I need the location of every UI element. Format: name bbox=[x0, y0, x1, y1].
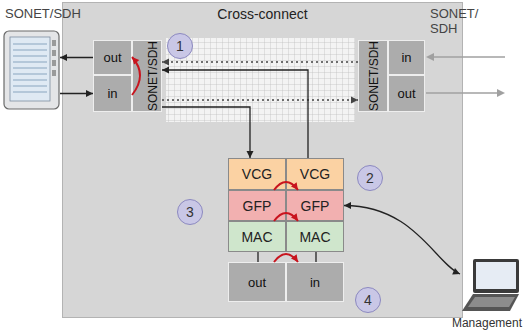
connector bbox=[316, 252, 317, 262]
connector-line bbox=[344, 206, 460, 275]
connector bbox=[274, 182, 298, 190]
callout-number: 3 bbox=[177, 199, 203, 225]
arrow-head bbox=[132, 57, 139, 65]
port-label: SONET/SDH bbox=[367, 41, 381, 111]
layer-cell: VCG bbox=[228, 158, 286, 190]
connector-line bbox=[162, 99, 358, 100]
port-label: in bbox=[107, 86, 117, 101]
connector bbox=[162, 107, 254, 158]
layer-cell: GFP bbox=[228, 190, 286, 221]
port-cell: out bbox=[93, 40, 132, 75]
connector-line bbox=[162, 61, 358, 62]
port-label: out bbox=[397, 86, 415, 101]
arrow-head bbox=[60, 54, 67, 61]
external-link-arrows bbox=[426, 53, 505, 97]
arrow-head bbox=[344, 202, 351, 209]
port-label: SONET/SDH bbox=[146, 41, 160, 111]
arrow-head bbox=[247, 151, 254, 158]
connector-line bbox=[274, 213, 298, 221]
arrow-head bbox=[162, 59, 169, 66]
layer-cell: GFP bbox=[286, 190, 344, 221]
connector-line bbox=[132, 57, 140, 95]
connector-line bbox=[162, 107, 250, 158]
arrow-head bbox=[162, 67, 169, 74]
port-label: GFP bbox=[301, 198, 330, 214]
device-label: SONET/SDH bbox=[5, 6, 81, 21]
switch-matrix bbox=[166, 38, 355, 122]
connector bbox=[60, 90, 93, 97]
layer-cell: MAC bbox=[286, 221, 344, 252]
port-label: out bbox=[103, 50, 121, 65]
connector-line bbox=[274, 182, 298, 190]
port-label: out bbox=[248, 275, 266, 290]
port-label: GFP bbox=[243, 198, 272, 214]
connector bbox=[60, 54, 93, 61]
port-block: SONET/SDH bbox=[132, 40, 162, 112]
layer-cell: MAC bbox=[228, 221, 286, 252]
connector-line bbox=[274, 254, 298, 262]
callout-number: 1 bbox=[167, 33, 193, 59]
port-cell: in bbox=[286, 262, 344, 302]
port-block: SONET/SDH bbox=[358, 40, 388, 112]
port-label: in bbox=[310, 275, 320, 290]
test-instrument: SONET/SDH bbox=[3, 30, 60, 110]
arrow-head bbox=[291, 213, 298, 221]
port-label: in bbox=[401, 50, 411, 65]
test-instrument-picture bbox=[4, 31, 59, 109]
port-label: VCG bbox=[300, 166, 330, 182]
port-cell: out bbox=[388, 75, 425, 112]
connector-line bbox=[60, 57, 93, 58]
cross-connect-panel: Cross-connect out in SONET/SDH SONET/SDH in ou… bbox=[62, 2, 463, 318]
connector bbox=[132, 57, 140, 95]
callout-number: 4 bbox=[355, 287, 381, 313]
arrow-head bbox=[86, 90, 93, 97]
port-label: MAC bbox=[299, 229, 330, 245]
panel-title: Cross-connect bbox=[62, 2, 463, 22]
connector bbox=[162, 59, 358, 66]
connector bbox=[344, 202, 460, 274]
connector bbox=[258, 252, 259, 262]
arrow-head bbox=[351, 97, 358, 104]
port-label: MAC bbox=[241, 229, 272, 245]
connector bbox=[162, 67, 308, 159]
device-label: Management bbox=[452, 316, 522, 330]
port-cell: in bbox=[388, 40, 425, 75]
port-cell: in bbox=[93, 75, 132, 112]
layer-cell: VCG bbox=[286, 158, 344, 190]
arrow-head bbox=[291, 182, 298, 190]
port-cell: out bbox=[228, 262, 286, 302]
callout-number: 2 bbox=[357, 165, 383, 191]
connector-line bbox=[162, 70, 308, 158]
arrow-head bbox=[291, 254, 298, 262]
connector-line bbox=[257, 252, 258, 262]
port-label: VCG bbox=[242, 166, 272, 182]
connector-line bbox=[315, 252, 316, 262]
management-laptop: Management bbox=[460, 258, 522, 312]
port-label: SONET/ SDH bbox=[430, 6, 480, 36]
connector-line bbox=[60, 93, 93, 94]
connector bbox=[162, 97, 358, 104]
laptop-picture bbox=[462, 259, 519, 311]
arrow-head bbox=[452, 268, 460, 274]
connector bbox=[274, 213, 298, 221]
connector bbox=[274, 254, 298, 262]
